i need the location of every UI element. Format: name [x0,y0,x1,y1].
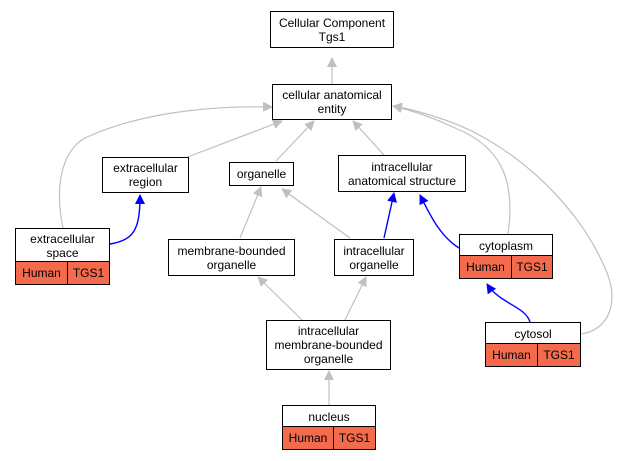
edge-extracellular-space-to-cae [58,101,273,229]
node-label-line: cytosol [514,327,552,341]
node-membrane-bounded-organelle[interactable]: membrane-bounded organelle [168,239,295,276]
node-label-line: entity [317,102,347,116]
node-intracellular-anatomical-structure[interactable]: intracellular anatomical structure [338,155,466,192]
node-label-line: extracellular [30,232,95,246]
node-label-line: Tgs1 [318,29,346,44]
node-cytosol[interactable]: cytosol Human TGS1 [485,322,581,367]
gene-tag[interactable]: TGS1 [67,262,109,284]
node-nucleus[interactable]: nucleus Human TGS1 [282,405,376,450]
node-label-line: nucleus [308,410,350,424]
node-intracellular-membrane-bounded-organelle[interactable]: intracellular membrane-bounded organelle [266,320,391,370]
species-tag[interactable]: Human [460,256,511,278]
node-label-line: intracellular [343,243,405,258]
edge-intracellular-organelle-partof-structure [383,192,397,239]
edge-cytoplasm-partof-structure [419,194,460,249]
node-label-line: organelle [303,352,354,366]
node-organelle[interactable]: organelle [229,162,294,186]
node-label-line: anatomical structure [347,173,457,188]
node-label-line: cellular anatomical [282,88,382,102]
node-label-line: cytoplasm [478,239,534,253]
node-label-line: membrane-bounded [274,338,383,352]
node-cytoplasm[interactable]: cytoplasm Human TGS1 [459,234,553,279]
edge-cytoplasm-to-cae [392,103,511,235]
gene-tag[interactable]: TGS1 [537,344,580,366]
edge-cytosol-to-cae [392,102,613,335]
node-label-line: organelle [236,167,287,181]
node-intracellular-organelle[interactable]: intracellular organelle [334,239,414,276]
node-label-line: intracellular [297,324,360,338]
edge-extracellular-region-to-cae [184,119,283,159]
node-label-line: extracellular [113,161,178,175]
node-cellular-component-tgs1[interactable]: Cellular Component Tgs1 [270,11,394,48]
edge-imbo-to-intracellular-organelle [344,276,367,321]
node-label-line: organelle [206,257,257,272]
node-label-line: membrane-bounded [177,243,286,258]
edge-cytosol-partof-cytoplasm [486,283,531,323]
node-label-line: organelle [349,257,399,272]
edge-intracellular-structure-to-cae [352,120,385,156]
node-extracellular-space[interactable]: extracellular space Human TGS1 [15,228,110,285]
gene-tag[interactable]: TGS1 [511,256,552,278]
node-label-line: intracellular [371,159,433,174]
edge-imbo-to-mbo [257,276,303,321]
edge-intracellular-organelle-to-organelle [281,188,351,239]
node-cellular-anatomical-entity[interactable]: cellular anatomical entity [272,84,392,120]
edge-organelle-to-cae [275,120,315,162]
gene-tag[interactable]: TGS1 [333,427,375,449]
species-tag[interactable]: Human [486,344,537,366]
node-label-line: region [128,175,163,189]
node-label-line: Cellular Component [278,15,386,30]
node-label-line: space [46,246,79,260]
node-extracellular-region[interactable]: extracellular region [102,157,189,193]
edge-mbo-to-organelle [239,186,263,239]
species-tag[interactable]: Human [16,262,67,284]
species-tag[interactable]: Human [283,427,333,449]
edge-extracellular-space-partof-region [109,194,145,245]
